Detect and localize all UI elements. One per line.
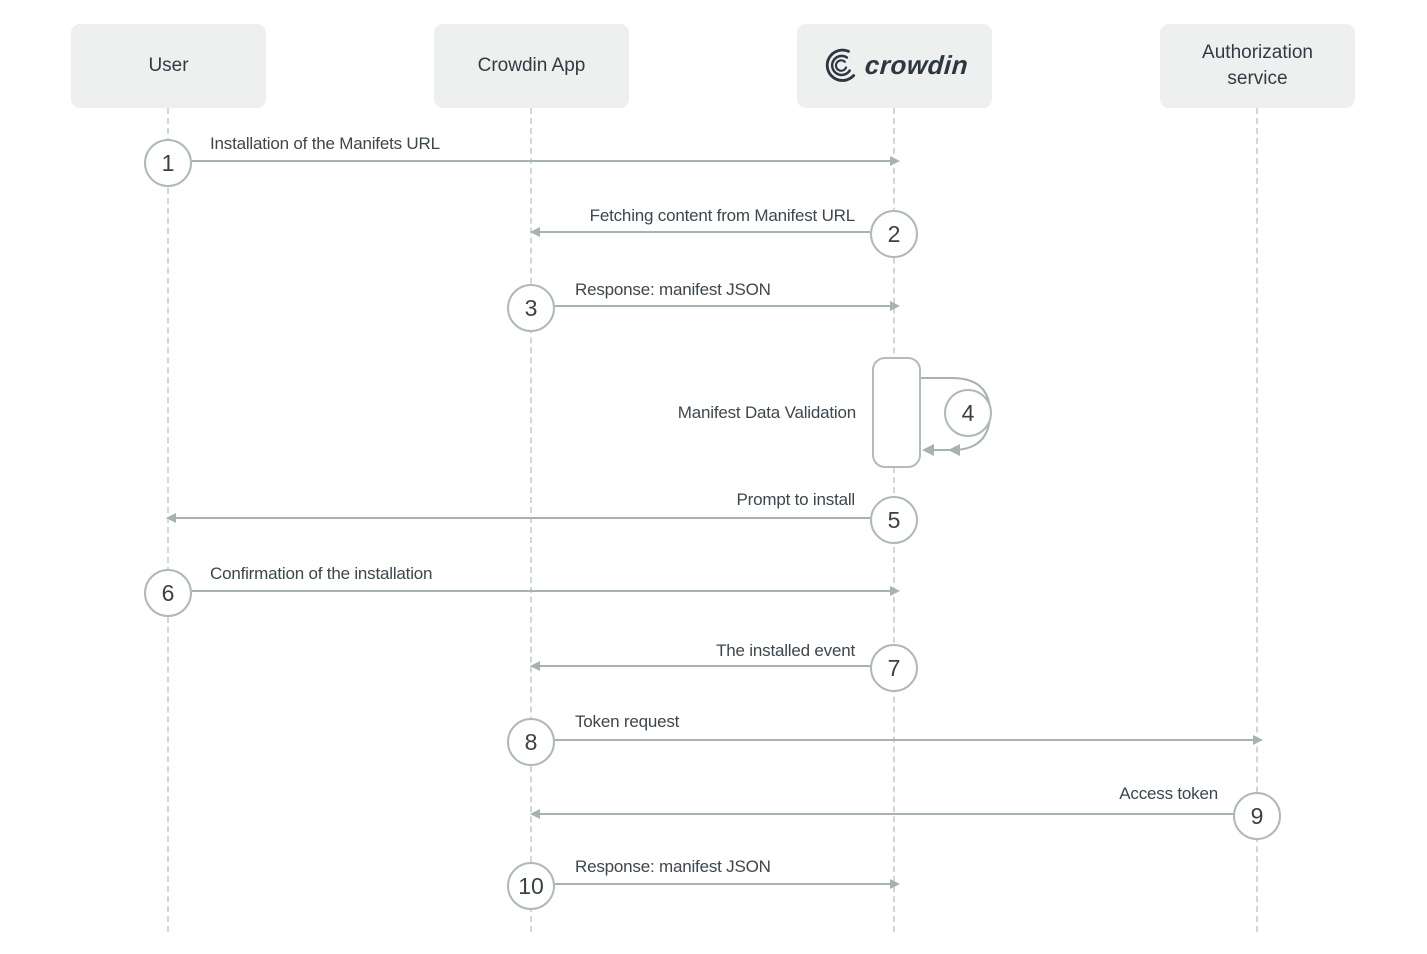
message-arrow xyxy=(192,586,900,596)
actor-user: User xyxy=(71,24,266,108)
step-number: 7 xyxy=(887,654,901,681)
step-number-circle: 4 xyxy=(944,389,992,437)
message-arrow xyxy=(530,809,1233,819)
actor-authorization-service-label: Authorization service xyxy=(1202,42,1313,89)
message-arrow xyxy=(192,156,900,166)
step-number-circle: 6 xyxy=(144,569,192,617)
step-number-circle: 2 xyxy=(870,210,918,258)
step-number-circle: 5 xyxy=(870,496,918,544)
message-arrow xyxy=(530,661,870,671)
message-arrow xyxy=(555,735,1263,745)
message-label: Prompt to install xyxy=(736,490,856,509)
step-number: 3 xyxy=(524,294,538,321)
message-arrow xyxy=(166,513,870,523)
actor-crowdin-app-label: Crowdin App xyxy=(477,55,586,77)
message-arrow xyxy=(530,227,870,237)
actor-authorization-service: Authorization service xyxy=(1160,24,1355,108)
step-number: 4 xyxy=(961,399,975,426)
step-number-circle: 9 xyxy=(1233,792,1281,840)
crowdin-logo: crowdin xyxy=(820,47,970,85)
actor-user-label: User xyxy=(148,55,189,77)
step-number-circle: 8 xyxy=(507,718,555,766)
step-number: 6 xyxy=(161,579,175,606)
step-number-circle: 3 xyxy=(507,284,555,332)
crowdin-logo-word: crowdin xyxy=(864,50,970,81)
step-number-circle: 10 xyxy=(507,862,555,910)
step-number: 10 xyxy=(518,872,544,899)
lifeline-crowdin-app xyxy=(530,108,532,932)
self-loop xyxy=(872,357,992,468)
message-label: Access token xyxy=(1119,784,1218,803)
step-number: 2 xyxy=(887,220,901,247)
actor-crowdin: crowdin xyxy=(797,24,992,108)
step-number: 8 xyxy=(524,728,538,755)
step-number: 1 xyxy=(161,149,175,176)
message-label: Token request xyxy=(575,712,680,731)
message-arrow xyxy=(555,879,900,889)
message-arrow xyxy=(555,301,900,311)
crowdin-logo-icon xyxy=(826,48,856,82)
step-number-circle: 1 xyxy=(144,139,192,187)
step-number-circle: 7 xyxy=(870,644,918,692)
message-label: Fetching content from Manifest URL xyxy=(589,206,856,225)
message-label: Installation of the Manifets URL xyxy=(210,134,440,153)
message-label: Response: manifest JSON xyxy=(575,280,771,299)
message-label: The installed event xyxy=(716,641,855,660)
message-label: Manifest Data Validation xyxy=(677,403,856,422)
actor-crowdin-app: Crowdin App xyxy=(434,24,629,108)
step-number: 5 xyxy=(887,506,901,533)
lifeline-authorization-service xyxy=(1256,108,1258,932)
message-label: Response: manifest JSON xyxy=(575,857,771,876)
message-label: Confirmation of the installation xyxy=(210,564,433,583)
step-number: 9 xyxy=(1250,802,1264,829)
